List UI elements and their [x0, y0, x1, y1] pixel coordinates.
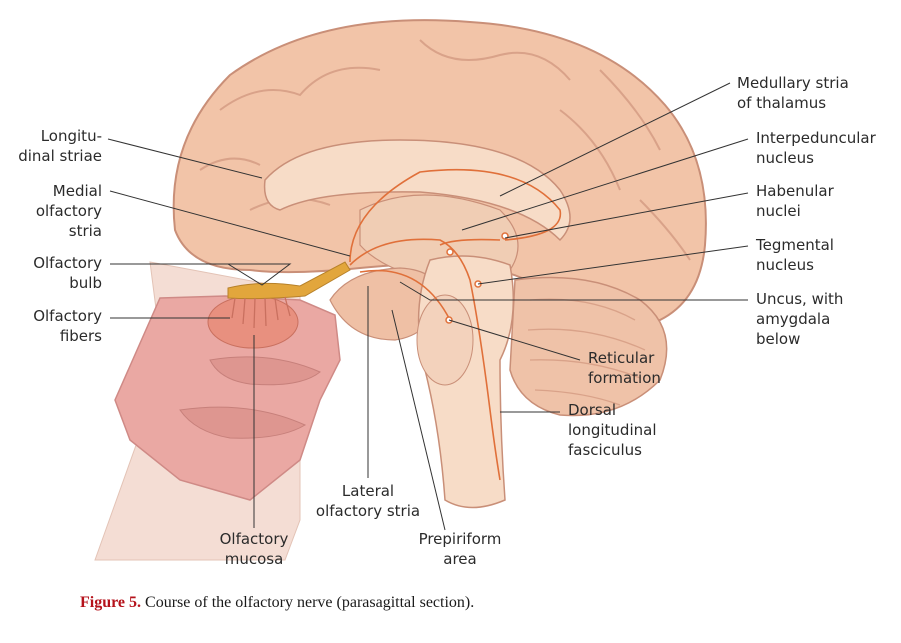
label-prepiriform-area: Prepiriform area	[410, 529, 510, 569]
label-tegmental-nucleus: Tegmental nucleus	[756, 235, 834, 275]
label-line: Reticular	[588, 349, 655, 367]
label-longitudinal-striae: Longitu- dinal striae	[14, 126, 102, 166]
label-olfactory-bulb: Olfactory bulb	[14, 253, 102, 293]
label-line: mucosa	[224, 550, 284, 568]
label-uncus-amygdala: Uncus, with amygdala below	[756, 289, 843, 349]
olfactory-fibers	[231, 296, 291, 329]
label-interpeduncular-nucleus: Interpeduncular nucleus	[756, 128, 876, 168]
label-line: Olfactory	[219, 530, 289, 548]
nasal-conchae	[179, 356, 321, 439]
label-line: below	[756, 330, 801, 348]
figure-caption: Figure 5. Course of the olfactory nerve …	[80, 594, 474, 612]
label-medial-olfactory-stria: Medial olfactory stria	[14, 181, 102, 241]
label-line: nuclei	[756, 202, 801, 220]
label-line: longitudinal	[568, 421, 657, 439]
label-line: of thalamus	[737, 94, 827, 112]
label-lateral-olfactory-stria: Lateral olfactory stria	[308, 481, 428, 521]
label-line: dinal striae	[18, 147, 102, 165]
label-line: amygdala	[756, 310, 831, 328]
label-line: Olfactory	[33, 307, 102, 325]
cerebellar-folia	[527, 298, 646, 406]
label-line: nucleus	[756, 149, 814, 167]
label-line: fibers	[59, 327, 102, 345]
label-line: bulb	[69, 274, 102, 292]
label-line: Dorsal	[568, 401, 617, 419]
corpus-callosum	[263, 139, 571, 242]
label-line: Longitu-	[40, 127, 102, 145]
leader-lines	[107, 82, 749, 531]
label-reticular-formation: Reticular formation	[588, 348, 661, 388]
nasal-cavity	[114, 295, 341, 501]
label-line: fasciculus	[568, 441, 642, 459]
label-dorsal-longitudinal-fasciculus: Dorsal longitudinal fasciculus	[568, 400, 656, 460]
label-olfactory-fibers: Olfactory fibers	[14, 306, 102, 346]
label-habenular-nuclei: Habenular nuclei	[756, 181, 834, 221]
label-line: Lateral	[341, 482, 395, 500]
label-line: Prepiriform	[418, 530, 502, 548]
caption-text: Course of the olfactory nerve (parasagit…	[141, 594, 475, 611]
label-line: Olfactory	[33, 254, 102, 272]
label-olfactory-mucosa: Olfactory mucosa	[204, 529, 304, 569]
label-line: olfactory	[35, 202, 102, 220]
label-line: nucleus	[756, 256, 814, 274]
olfactory-mucosa-region	[207, 295, 299, 349]
label-line: Uncus, with	[756, 290, 844, 308]
label-line: Tegmental	[756, 236, 834, 254]
label-line: area	[443, 550, 477, 568]
label-line: olfactory stria	[315, 502, 421, 520]
gyri	[199, 39, 691, 261]
pons	[416, 294, 474, 386]
label-line: stria	[68, 222, 102, 240]
label-medullary-stria: Medullary stria of thalamus	[737, 73, 849, 113]
label-line: Medullary stria	[737, 74, 849, 92]
label-line: Interpeduncular	[756, 129, 876, 147]
label-line: Medial	[52, 182, 102, 200]
olfactory-pathways	[349, 168, 562, 481]
caption-number: Figure 5.	[80, 594, 142, 611]
cerebellum	[509, 276, 668, 417]
label-line: formation	[588, 369, 661, 387]
label-line: Habenular	[756, 182, 834, 200]
